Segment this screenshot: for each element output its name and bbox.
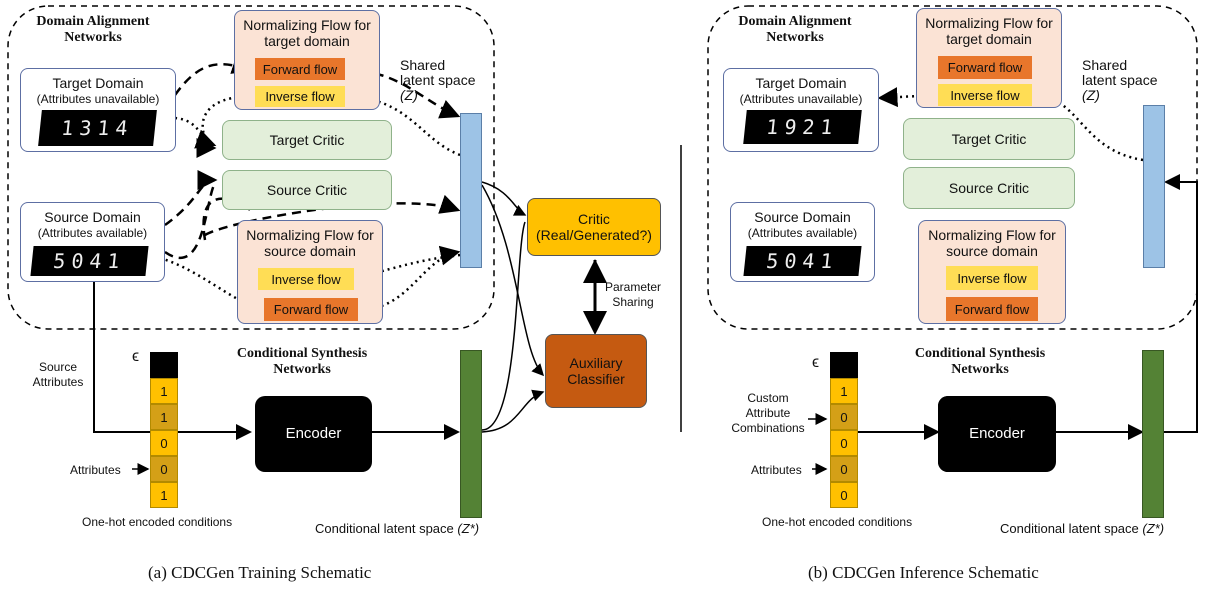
right-nf-target-title: Normalizing Flow for target domain <box>925 15 1053 47</box>
critic-title: Critic <box>578 211 610 227</box>
shared-latent-bar <box>460 113 482 268</box>
onehot-cell: 1 <box>830 378 858 404</box>
left-cond-title: Conditional Synthesis Networks <box>236 346 368 377</box>
right-encoder: Encoder <box>938 396 1056 472</box>
left-attributes-label: Attributes <box>70 463 121 477</box>
aux-classifier-box: Auxiliary Classifier <box>545 334 647 408</box>
right-target-critic: Target Critic <box>903 118 1075 160</box>
nf-target-title: Normalizing Flow for target domain <box>243 17 371 49</box>
right-nf-source-title: Normalizing Flow for source domain <box>928 227 1056 259</box>
onehot-cell: 0 <box>830 404 858 430</box>
right-shared-latent-bar <box>1143 105 1165 268</box>
right-cond-title: Conditional Synthesis Networks <box>914 346 1046 377</box>
target-digits-image: 1314 <box>38 110 157 146</box>
nf-source-inverse: Inverse flow <box>258 268 354 290</box>
right-alignment-region <box>707 5 1198 330</box>
right-nf-source-inverse: Inverse flow <box>946 266 1038 290</box>
left-noise-cell <box>150 352 178 378</box>
right-noise-cell <box>830 352 858 378</box>
onehot-cell: 1 <box>150 378 178 404</box>
caption-b: (b) CDCGen Inference Schematic <box>808 563 1039 582</box>
right-region-title: Domain Alignment Networks <box>738 14 852 45</box>
parameter-sharing-label: Parameter Sharing <box>604 280 662 309</box>
left-cond-latent-label: Conditional latent space (Z*) <box>315 521 480 536</box>
right-source-digits-image: 5041 <box>743 246 862 276</box>
caption-a: (a) CDCGen Training Schematic <box>148 563 372 582</box>
onehot-cell: 0 <box>830 482 858 508</box>
right-cond-latent-bar <box>1142 350 1164 518</box>
target-critic: Target Critic <box>222 120 392 160</box>
nf-source-forward: Forward flow <box>264 298 358 321</box>
left-encoder: Encoder <box>255 396 372 472</box>
source-critic: Source Critic <box>222 170 392 210</box>
right-onehot-label: One-hot encoded conditions <box>762 515 913 529</box>
source-domain-subtitle: (Attributes available) <box>37 226 148 240</box>
nf-source-title: Normalizing Flow for source domain <box>246 227 374 259</box>
right-source-domain-subtitle: (Attributes available) <box>747 226 858 240</box>
right-target-domain-subtitle: (Attributes unavailable) <box>739 92 863 106</box>
source-attributes-label: Source Attributes <box>32 360 84 389</box>
right-nf-source-forward: Forward flow <box>946 297 1038 321</box>
nf-target-inverse: Inverse flow <box>255 86 345 107</box>
left-alignment-region <box>7 5 495 330</box>
nf-target-forward: Forward flow <box>255 58 345 80</box>
right-nf-target-inverse: Inverse flow <box>938 84 1032 106</box>
critic-subtitle: (Real/Generated?) <box>536 227 652 243</box>
left-cond-latent-bar <box>460 350 482 518</box>
right-source-critic: Source Critic <box>903 167 1075 209</box>
source-digits-image: 5041 <box>30 246 149 276</box>
custom-attributes-label: Custom Attribute Combinations <box>731 391 805 435</box>
right-target-digits-image: 1921 <box>743 110 862 144</box>
left-region-title: Domain Alignment Networks <box>36 14 150 45</box>
right-attributes-label: Attributes <box>751 463 802 477</box>
target-domain-title: Target Domain <box>52 75 144 91</box>
right-shared-latent-label: Shared latent space (Z) <box>1082 57 1158 103</box>
onehot-cell: 0 <box>830 430 858 456</box>
onehot-cell: 0 <box>150 456 178 482</box>
left-epsilon: ϵ <box>132 348 140 365</box>
right-source-domain-title: Source Domain <box>754 209 851 225</box>
onehot-cell: 1 <box>150 404 178 430</box>
target-domain-subtitle: (Attributes unavailable) <box>36 92 160 106</box>
critic-box: Critic (Real/Generated?) <box>527 198 661 256</box>
left-onehot-label: One-hot encoded conditions <box>82 515 233 529</box>
right-nf-target-forward: Forward flow <box>938 56 1032 79</box>
shared-latent-label: Shared latent space (Z) <box>400 57 476 103</box>
right-target-domain-title: Target Domain <box>755 75 847 91</box>
source-domain-title: Source Domain <box>44 209 141 225</box>
onehot-cell: 0 <box>150 430 178 456</box>
onehot-cell: 1 <box>150 482 178 508</box>
right-epsilon: ϵ <box>812 354 820 371</box>
right-cond-latent-label: Conditional latent space (Z*) <box>1000 521 1165 536</box>
onehot-cell: 0 <box>830 456 858 482</box>
